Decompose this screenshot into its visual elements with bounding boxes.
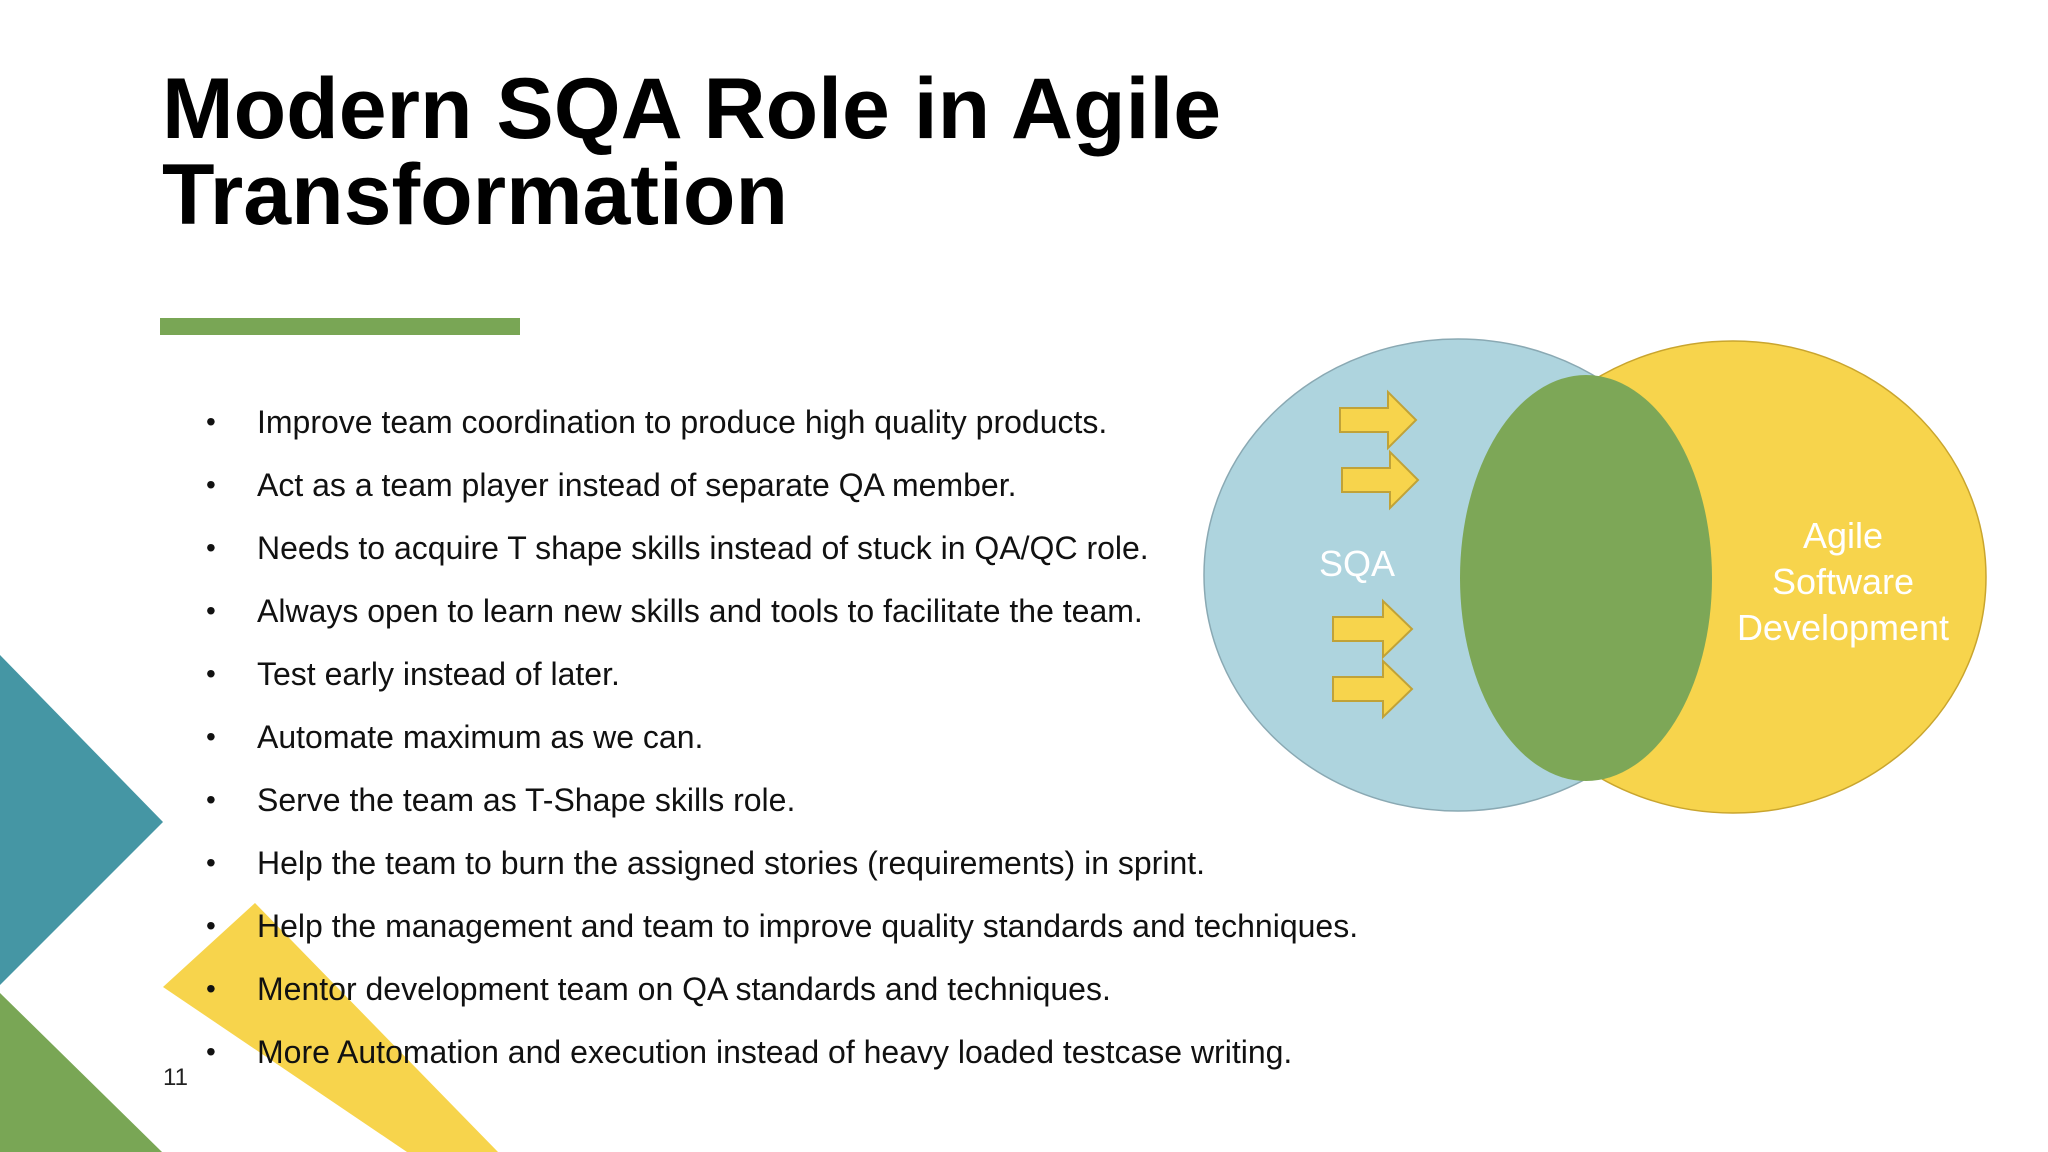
slide-title-line-1: Modern SQA Role in Agile: [162, 61, 1222, 157]
bullet-item: Needs to acquire T shape skills instead …: [206, 521, 1358, 584]
bullet-item: Automate maximum as we can.: [206, 710, 1358, 773]
overlap-ellipse: [1460, 375, 1712, 781]
bullet-item: Serve the team as T-Shape skills role.: [206, 773, 1358, 836]
title-accent-bar: [160, 318, 520, 335]
slide-title: Modern SQA Role in Agile Transformation: [162, 66, 1221, 238]
sqa-label: SQA: [1319, 543, 1395, 584]
bullet-list: Improve team coordination to produce hig…: [206, 395, 1358, 1088]
bullet-item: Help the management and team to improve …: [206, 899, 1358, 962]
deco-green-triangle: [0, 993, 162, 1152]
bullet-item: More Automation and execution instead of…: [206, 1025, 1358, 1088]
deco-teal-triangle: [0, 655, 163, 985]
bullet-item: Test early instead of later.: [206, 647, 1358, 710]
slide-title-line-2: Transformation: [162, 147, 788, 243]
bullet-item: Improve team coordination to produce hig…: [206, 395, 1358, 458]
bullet-item: Mentor development team on QA standards …: [206, 962, 1358, 1025]
arrow-icon: [1332, 658, 1414, 720]
venn-diagram: SQA Agile Software Development: [1203, 338, 1987, 814]
bullet-item: Act as a team player instead of separate…: [206, 458, 1358, 521]
bullet-item: Always open to learn new skills and tool…: [206, 584, 1358, 647]
arrow-icon: [1339, 389, 1418, 451]
page-number: 11: [163, 1064, 188, 1091]
agile-label-line-1: Agile: [1803, 515, 1883, 556]
agile-label-line-3: Development: [1737, 607, 1949, 648]
arrow-icon: [1341, 449, 1420, 511]
bullet-item: Help the team to burn the assigned stori…: [206, 836, 1358, 899]
arrow-icon: [1332, 598, 1414, 660]
agile-label-line-2: Software: [1772, 561, 1914, 602]
